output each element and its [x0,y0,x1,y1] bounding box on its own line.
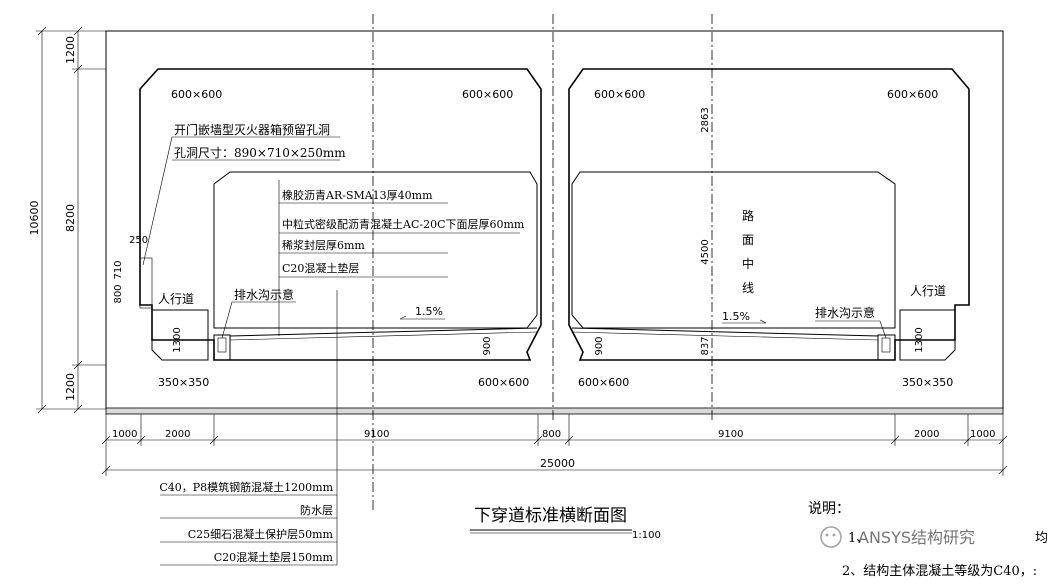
left-pavement-hatch [229,331,538,341]
pavement-layer-2: 中粒式密级配沥青混凝土AC-20C下面层厚60mm [282,217,525,231]
left-dimensions: 10600 1200 8200 1200 [28,26,106,414]
notes-heading: 说明： [808,501,850,517]
dim-b-9100-left: 9100 [364,429,389,440]
left-extinguisher-niche [139,257,153,309]
pavement-layer-4: C20混凝土垫层 [282,261,359,275]
drain-label-left: 排水沟示意 [234,287,294,302]
right-road-surface [571,327,879,337]
dim-bottom-slab: 1200 [64,373,77,401]
structure-outline [105,30,1004,410]
extinguisher-note: 开门嵌墙型灭火器箱预留孔洞 孔洞尺寸：890×710×250mm [142,122,346,266]
watermark: ANSYS结构研究 [820,526,975,548]
right-roadway-box [571,171,896,329]
dim-b-2000-right: 2000 [914,429,939,440]
layer-2: 防水层 [300,503,333,517]
slope-right: 1.5% [722,310,750,323]
layer-3: C25细石混凝土保护层50mm [188,527,334,541]
chamfer-top-left-b: 600×600 [594,88,645,101]
drawing-title: 下穿道标准横断面图 [474,506,627,526]
chamfer-top-left-a: 600×600 [171,88,222,101]
chamfer-top-right-a: 600×600 [462,88,513,101]
notes-line-1: 1、 [848,531,869,546]
right-tube-cavity [568,68,970,361]
right-sidewalk-body [899,309,956,361]
dim-900-left: 900 [482,336,493,355]
left-drain [213,334,231,361]
dim-niche-250: 250 [129,235,148,246]
dim-niche-710: 710 [113,260,124,279]
road-center-char-2: 面 [742,233,754,247]
notes-line-1-tail: 均 [1035,531,1048,546]
dim-900-right: 900 [594,336,605,355]
dim-b-9100-right: 9100 [718,429,743,440]
chamfer-bottom-a: 600×600 [478,376,529,389]
dim-4500: 4500 [700,239,711,264]
dim-total-height: 10600 [28,201,41,236]
dim-sidewalk-1300: 1300 [172,327,183,352]
wechat-icon [820,526,842,548]
slope-left: 1.5% [415,305,443,318]
structure-layers-callout: C40，P8模筑钢筋混凝土1200mm 防水层 C25细石混凝土保护层50mm … [159,290,338,566]
layer-1: C40，P8模筑钢筋混凝土1200mm [159,480,333,494]
sidewalk-label-left: 人行道 [158,292,194,306]
chamfer-bottom-b: 600×600 [578,376,629,389]
extinguisher-note-line2: 孔洞尺寸：890×710×250mm [174,146,346,160]
left-drain-inner [217,337,227,353]
dim-clear-height: 8200 [64,204,77,232]
chamfer-top-right-b: 600×600 [887,88,938,101]
dim-b-800: 800 [542,429,561,440]
left-road-surface [229,327,538,337]
right-drain [877,334,896,361]
extinguisher-note-line1: 开门嵌墙型灭火器箱预留孔洞 [174,122,330,137]
road-center-char-1: 路 [742,208,754,223]
dim-sidewalk-1300-right: 1300 [914,327,925,352]
road-center-char-3: 中 [742,256,754,271]
drain-label-right: 排水沟示意 [815,305,875,320]
drawing-scale: 1:100 [632,530,661,541]
chamfer-ped-left: 350×350 [158,376,209,389]
dim-b-1000-right: 1000 [970,429,995,440]
left-tube-cavity [139,68,542,361]
foundation-strip [105,407,1004,415]
right-pavement-hatch [571,331,879,341]
watermark-text: ANSYS结构研究 [858,528,975,547]
bottom-dimensions: 1000 2000 9100 800 9100 2000 1000 25000 [101,414,1008,476]
dim-b-1000-left: 1000 [112,429,137,440]
dim-837: 837 [700,336,711,355]
road-center-char-4: 线 [742,281,754,295]
pavement-layer-3: 稀浆封层厚6mm [282,238,365,252]
chamfer-ped-right: 350×350 [902,376,953,389]
notes-line-2: 2、结构主体混凝土等级为C40，: [842,563,1037,579]
dim-top-slab: 1200 [64,36,77,64]
pavement-layers-note: 橡胶沥青AR-SMA13厚40mm 中粒式密级配沥青混凝土AC-20C下面层厚6… [278,180,525,336]
pavement-layer-1: 橡胶沥青AR-SMA13厚40mm [282,188,433,202]
dim-2863: 2863 [700,107,711,132]
sidewalk-label-right: 人行道 [910,284,946,298]
right-drain-inner [881,337,891,353]
left-roadway-box [213,171,538,329]
layer-4: C20混凝土垫层150mm [214,550,334,564]
dim-niche-800: 800 [113,284,124,303]
left-sidewalk-body [151,309,209,361]
dim-total-width: 25000 [540,457,575,470]
dim-b-2000-left: 2000 [165,429,190,440]
